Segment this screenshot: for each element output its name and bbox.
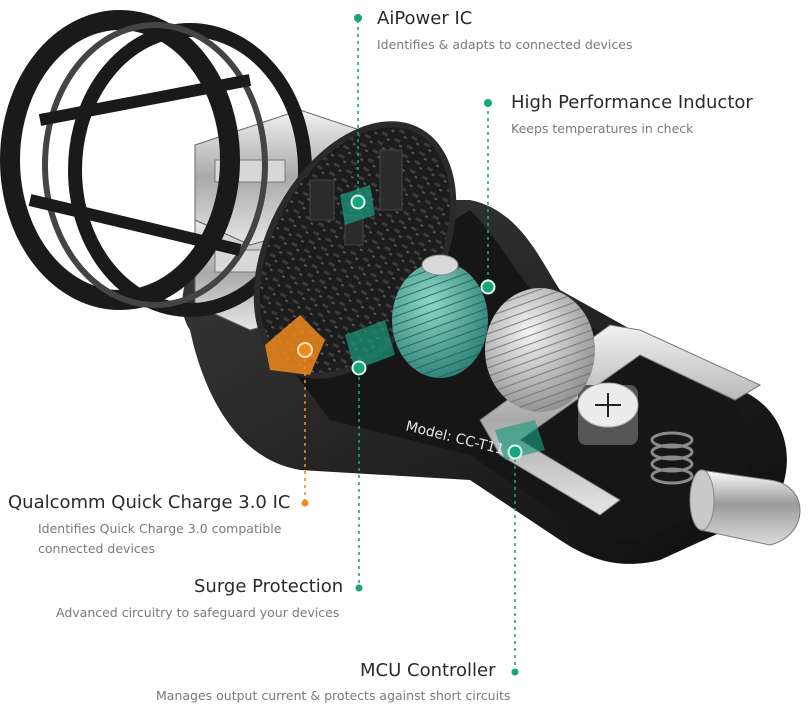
callout-description: Manages output current & protects agains… <box>156 688 511 703</box>
callout-mcu-controller: MCU Controller Manages output current & … <box>156 660 510 706</box>
mcu-dot <box>507 444 523 460</box>
metal-tip <box>689 469 801 546</box>
callout-high-performance-inductor: High Performance Inductor Keeps temperat… <box>511 92 753 139</box>
surge-chip <box>345 320 395 370</box>
callout-title: AiPower IC <box>377 8 473 29</box>
contact-spring <box>650 431 694 485</box>
callout-aipower-ic: AiPower IC Identifies & adapts to connec… <box>377 8 632 55</box>
silver-inductor <box>485 288 595 412</box>
callout-title: High Performance Inductor <box>511 92 753 113</box>
qualcomm-chip <box>265 315 325 375</box>
callout-surge-protection: Surge Protection Advanced circuitry to s… <box>56 576 343 623</box>
qc-dot <box>297 342 313 358</box>
callout-description: Advanced circuitry to safeguard your dev… <box>56 605 340 620</box>
mcu-dot-end <box>511 668 519 676</box>
callout-title: Surge Protection <box>194 576 344 597</box>
aipower-dot-top <box>354 14 362 22</box>
qc-dot-end <box>301 499 309 507</box>
callout-description: Keeps temperatures in check <box>511 121 694 136</box>
aipower-dot <box>350 194 366 210</box>
surge-dot-end <box>355 584 363 592</box>
callout-description: Identifies & adapts to connected devices <box>377 37 633 52</box>
surge-dot <box>351 360 367 376</box>
callout-title: MCU Controller <box>360 660 496 681</box>
mcu-chip <box>495 420 545 460</box>
capacitor <box>577 382 639 445</box>
teal-inductor <box>392 254 488 378</box>
inductor-dot <box>480 279 496 295</box>
callout-title: Qualcomm Quick Charge 3.0 IC <box>8 492 291 513</box>
callout-description: Identifies Quick Charge 3.0 compatible c… <box>38 521 282 556</box>
inductor-dot-top <box>484 99 492 107</box>
callout-dots <box>297 14 523 676</box>
callout-qualcomm-quick-charge: Qualcomm Quick Charge 3.0 IC Identifies … <box>8 492 298 559</box>
